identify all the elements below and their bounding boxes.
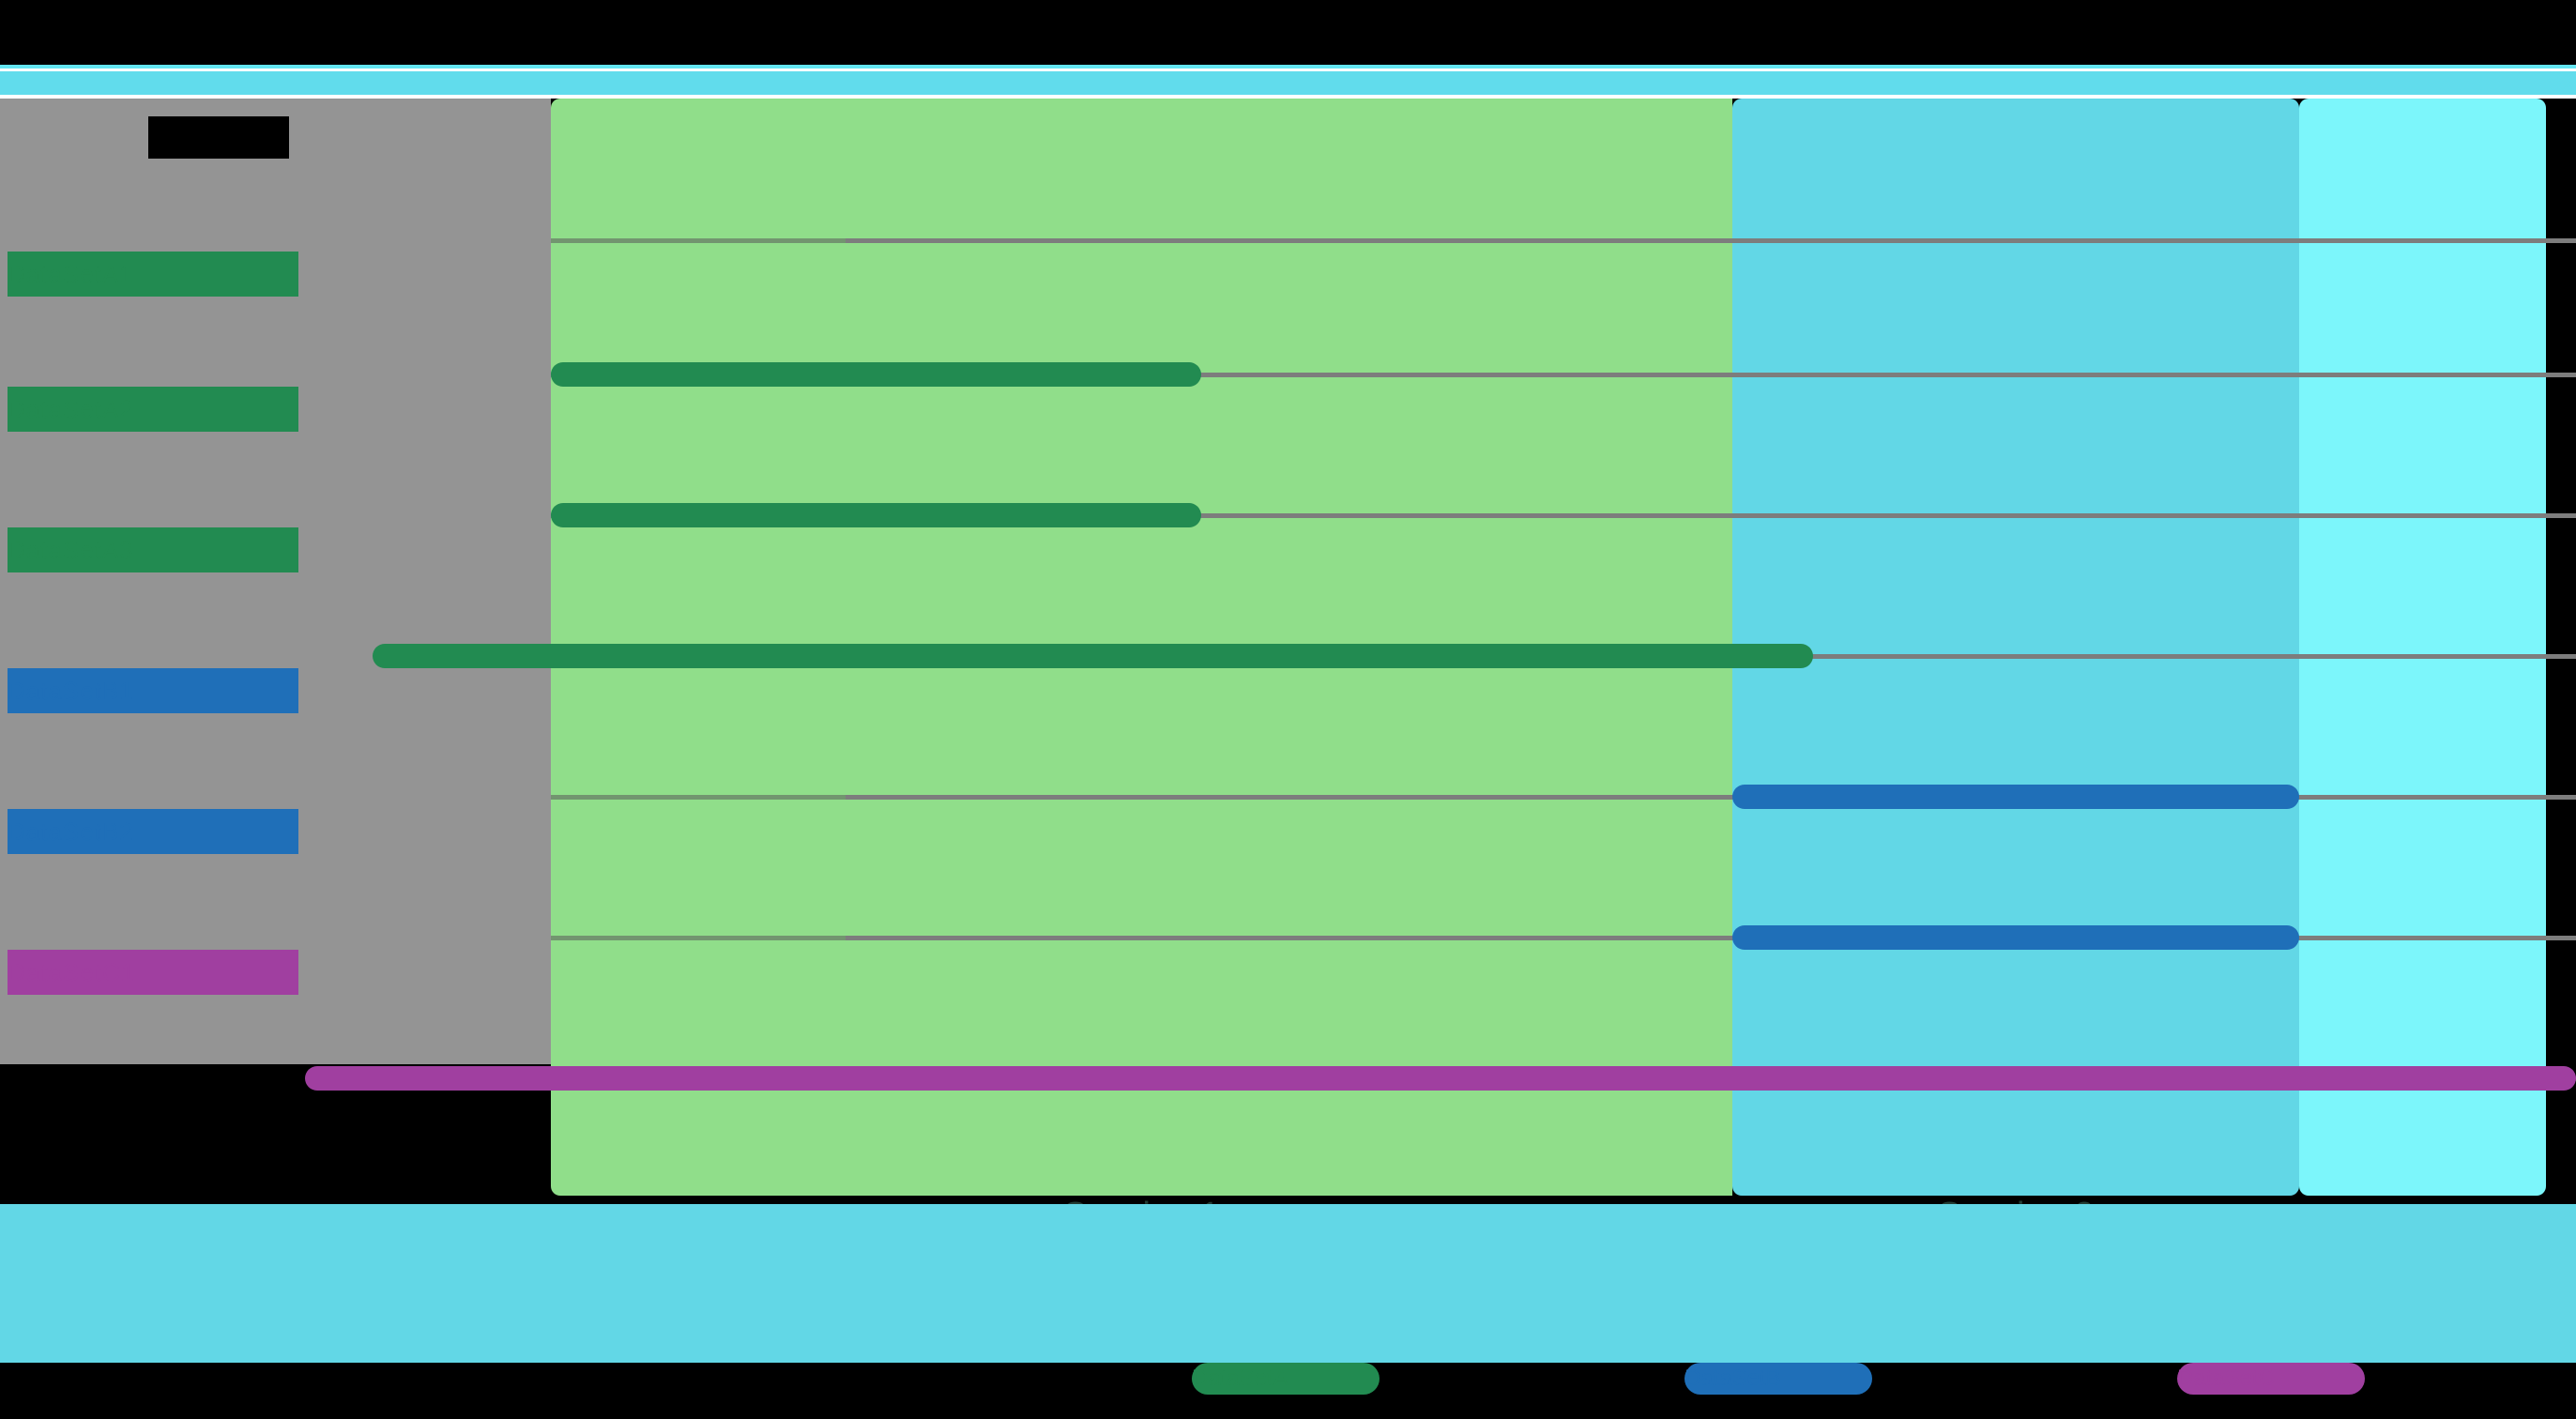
sidebar-item-dataseta1[interactable]: DataSetA1 [8, 252, 298, 297]
timeline-row [551, 503, 2576, 527]
legend-item-datasetc[interactable]: DataSetC [2177, 1363, 2365, 1395]
legend-swatch-icon [2177, 1363, 2365, 1395]
legend-item-datasetb[interactable]: DataSetB [1684, 1363, 1872, 1395]
plot-area: Session 1 Session 2 [305, 99, 2576, 1235]
timeline-row [305, 1066, 2576, 1091]
row-track-dark [846, 373, 2576, 377]
chart-legend: DataSetA DataSetB DataSetC [0, 1363, 2576, 1419]
timeline-row [551, 925, 2576, 950]
page-title: ███████ [148, 116, 289, 159]
legend-swatch-icon [1684, 1363, 1872, 1395]
legend-label: DataSetB [1684, 1366, 1781, 1391]
row-track-dark [846, 795, 2576, 800]
sidebar-item-dataseta2[interactable]: DataSetA2 [8, 387, 298, 432]
gantt-bar-dataseta1[interactable] [551, 362, 1201, 387]
top-accent-strip-white-1 [0, 69, 2576, 71]
sidebar-item-datasetb2[interactable]: DataSetB2 [8, 809, 298, 854]
timeline-row [551, 785, 2576, 809]
sidebar-item-dataseta3[interactable]: DataSetA3 [8, 527, 298, 572]
session-band-2 [1732, 99, 2299, 1196]
gantt-bar-dataseta2[interactable] [551, 503, 1201, 527]
timeline-row [373, 644, 2576, 668]
row-track-dark [846, 936, 2576, 940]
legend-item-dataseta[interactable]: DataSetA [1192, 1363, 1379, 1395]
gantt-bar-dataseta3[interactable] [373, 644, 1813, 668]
row-track-dark [846, 238, 2576, 243]
row-track-dark [846, 513, 2576, 518]
timeline-row [551, 228, 2576, 252]
gantt-bar-datasetb1[interactable] [1732, 785, 2299, 809]
top-accent-strip-cyan [0, 71, 2576, 95]
legend-label: DataSetA [1192, 1366, 1288, 1391]
gantt-bar-datasetc1[interactable] [305, 1066, 2576, 1091]
footer-band [0, 1204, 2576, 1379]
gantt-bar-datasetb2[interactable] [1732, 925, 2299, 950]
timeline-row [551, 362, 2576, 387]
sidebar-item-datasetc1[interactable]: DataSetC1 [8, 950, 298, 995]
session-band-3 [2299, 99, 2546, 1196]
legend-label: DataSetC [2177, 1366, 2276, 1391]
top-accent-strip-white-2 [0, 95, 2576, 99]
top-accent-strip-outer [0, 65, 2576, 69]
sidebar-item-datasetb1[interactable]: DataSetB1 [8, 668, 298, 713]
legend-swatch-icon [1192, 1363, 1379, 1395]
category-label-panel [0, 99, 551, 1064]
